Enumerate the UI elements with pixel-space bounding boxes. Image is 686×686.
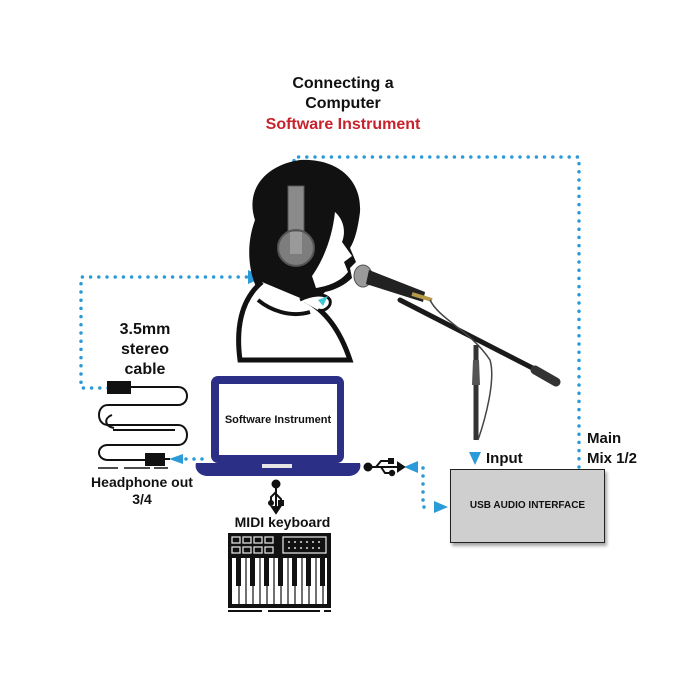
cable-label-line-3: cable [124,361,166,378]
laptop-screen-label: Software Instrument [224,414,332,426]
headphone-out-line-2: 3/4 [132,491,152,507]
mic-stand-boom [397,297,555,381]
cable-label-line-1: 3.5mm [119,321,171,338]
microphone-illustration [353,264,561,441]
arrow-input [469,452,481,465]
midi-keyboard-illustration [228,533,331,612]
arrow-into-interface [434,501,448,513]
headphone-out-label: Headphone out 3/4 [72,474,212,508]
input-label: Input [486,450,523,467]
cable-label-line-2: stereo [120,341,170,358]
connection-main-mix-to-headphones [292,155,581,469]
usb-audio-interface-box [450,469,605,543]
main-mix-line-2: Mix 1/2 [587,450,638,467]
connection-cable-to-headphones [79,275,250,390]
audio-cable-illustration [98,381,188,469]
title-line-2: Computer [305,95,381,112]
person-illustration [236,159,361,363]
usb-icon [363,458,406,477]
laptop-base [195,463,361,476]
headphone-out-line-1: Headphone out [91,474,193,490]
laptop-illustration [195,376,361,476]
title-line-1: Connecting a [292,75,394,92]
main-mix-label: Main Mix 1/2 [587,429,637,469]
cable-label: 3.5mm stereo cable [100,320,190,380]
usb-icon-keyboard [268,479,284,515]
laptop-trackpad [262,464,292,468]
connection-usb-to-interface [421,466,434,509]
arrow-usb-left [404,461,418,473]
title-line-3: Software Instrument [265,116,421,133]
usb-interface-label: USB AUDIO INTERFACE [469,500,586,511]
laptop-screen [219,384,337,455]
main-mix-line-1: Main [587,430,622,447]
headphone-band [287,185,305,237]
midi-keyboard-label: MIDI keyboard [234,514,331,530]
arrow-to-headphone-out [169,454,183,464]
